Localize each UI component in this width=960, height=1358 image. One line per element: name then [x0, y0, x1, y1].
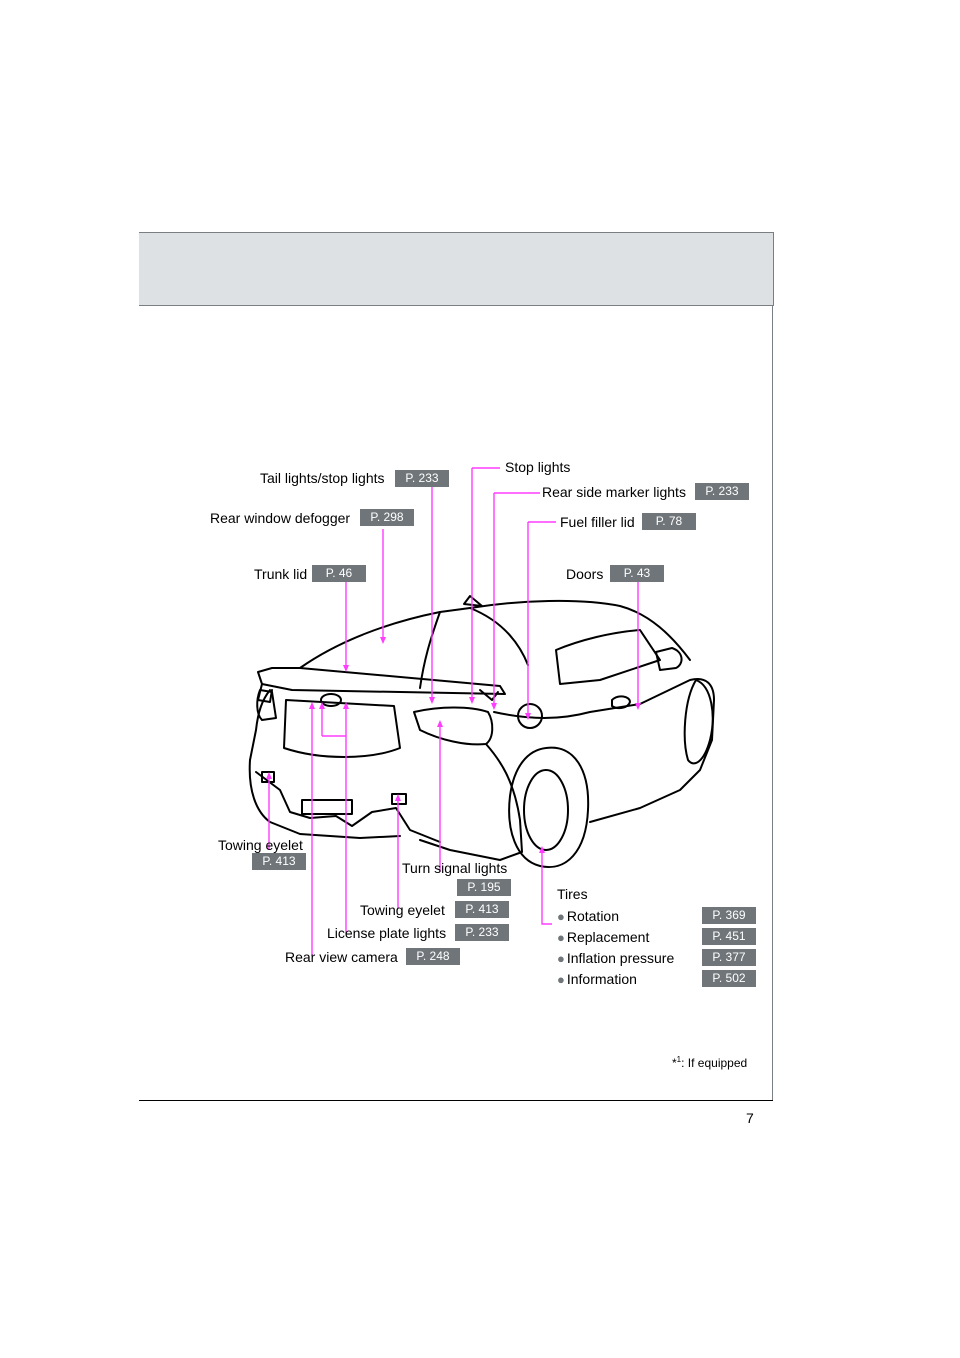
tires-item-inflation-pressure: ●Inflation pressure — [557, 950, 675, 966]
tires-inflation-page-link[interactable]: P. 377 — [702, 949, 756, 966]
page-number: 7 — [746, 1110, 754, 1126]
footnote: *1: If equipped — [672, 1055, 748, 1070]
towing-eyelet-left-label: Towing eyelet — [218, 837, 303, 853]
bullet-icon: ● — [557, 930, 565, 945]
stop-lights-label: Stop lights — [505, 459, 571, 475]
tires-replacement-page-link[interactable]: P. 451 — [702, 928, 756, 945]
header-band — [139, 232, 774, 306]
rear-side-marker-page-link[interactable]: P. 233 — [695, 483, 749, 500]
license-plate-label: License plate lights — [327, 925, 447, 941]
doors-label: Doors — [566, 566, 604, 582]
rear-window-defogger-label: Rear window defogger — [210, 510, 351, 526]
tires-title: Tires — [557, 886, 588, 902]
rear-side-marker-label: Rear side marker lights — [542, 484, 686, 500]
tires-information-page-link[interactable]: P. 502 — [702, 970, 756, 987]
rear-view-camera-label: Rear view camera — [285, 949, 398, 965]
bullet-icon: ● — [557, 972, 565, 987]
tires-item-information: ●Information — [557, 971, 637, 987]
trunk-lid-page-link[interactable]: P. 46 — [312, 565, 366, 582]
fuel-filler-lid-page-link[interactable]: P. 78 — [642, 513, 696, 530]
tires-item-replacement: ●Replacement — [557, 929, 650, 945]
tires-item-rotation: ●Rotation — [557, 908, 620, 924]
tail-lights-label: Tail lights/stop lights — [260, 470, 385, 486]
bullet-icon: ● — [557, 951, 565, 966]
turn-signal-label: Turn signal lights — [402, 860, 508, 876]
tires-rotation-page-link[interactable]: P. 369 — [702, 907, 756, 924]
frame-rule — [772, 305, 773, 1101]
towing-eyelet-center-page-link[interactable]: P. 413 — [455, 901, 509, 918]
bullet-icon: ● — [557, 909, 565, 924]
bottom-rule — [139, 1100, 773, 1101]
towing-eyelet-center-label: Towing eyelet — [360, 902, 445, 918]
trunk-lid-label: Trunk lid — [254, 566, 308, 582]
towing-eyelet-left-page-link[interactable]: P. 413 — [252, 853, 306, 870]
license-plate-page-link[interactable]: P. 233 — [455, 924, 509, 941]
turn-signal-page-link[interactable]: P. 195 — [457, 879, 511, 896]
doors-page-link[interactable]: P. 43 — [610, 565, 664, 582]
rear-window-defogger-page-link[interactable]: P. 298 — [360, 509, 414, 526]
fuel-filler-lid-label: Fuel filler lid — [560, 514, 635, 530]
rear-view-camera-page-link[interactable]: P. 248 — [406, 948, 460, 965]
tail-lights-page-link[interactable]: P. 233 — [395, 470, 449, 487]
